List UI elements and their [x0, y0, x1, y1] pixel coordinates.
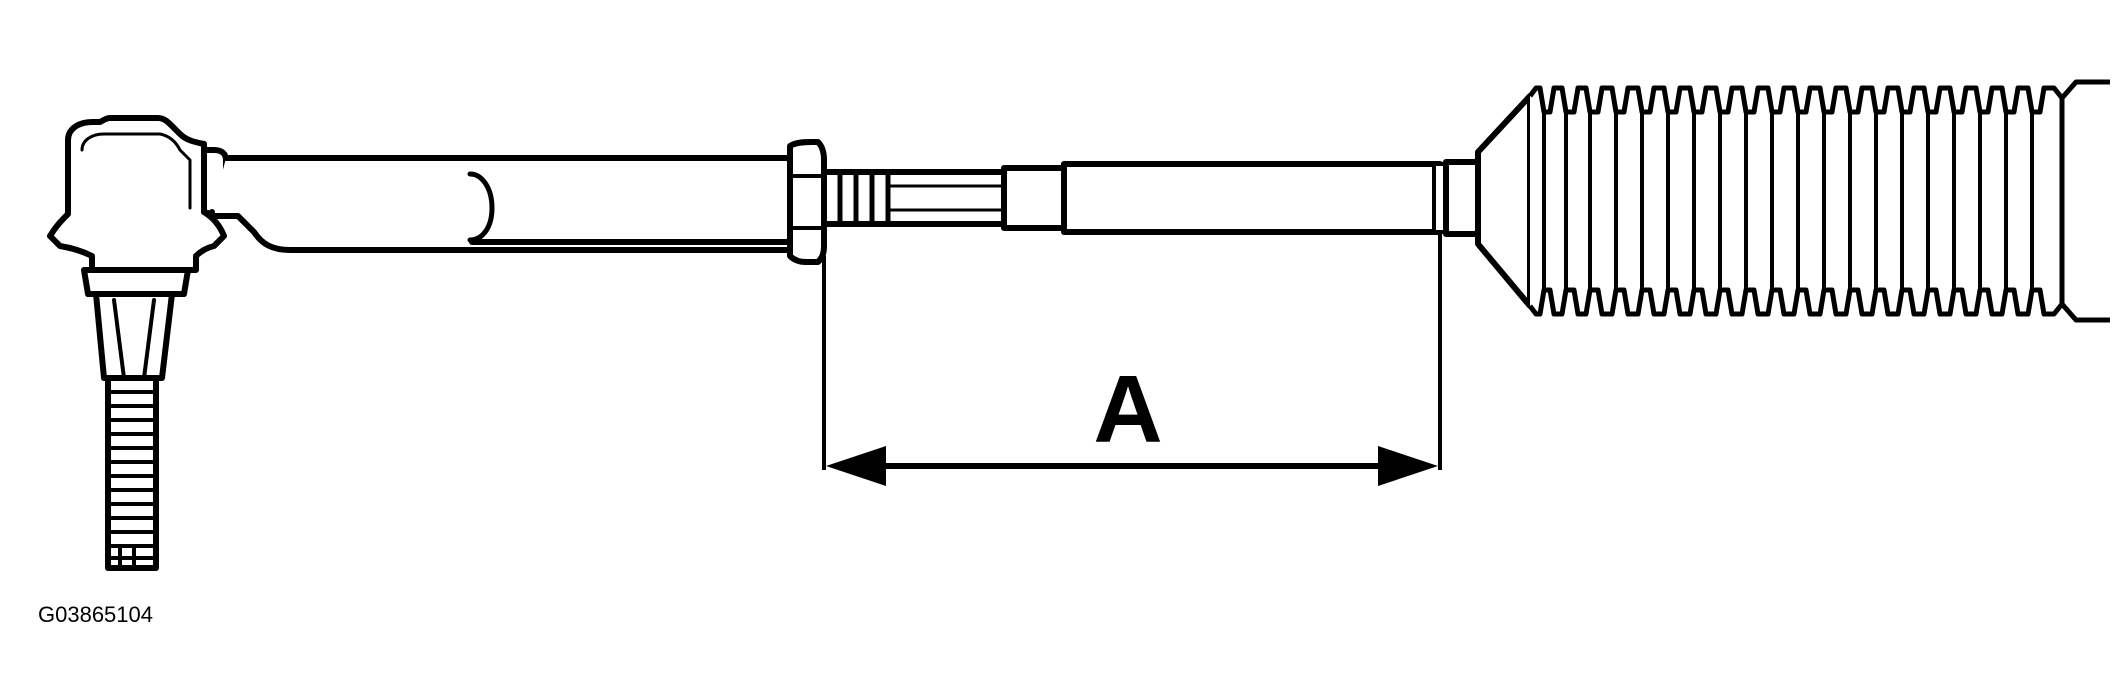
inner-rod-collar	[1001, 165, 1067, 231]
arrow-right	[1378, 446, 1438, 486]
housing-inner-line	[80, 132, 192, 210]
dimension-label: A	[1093, 356, 1162, 463]
figure-id: G03865104	[38, 602, 153, 627]
arrow-left	[826, 446, 886, 486]
stud-collar	[81, 267, 191, 297]
inner-rod-shaft	[1061, 161, 1443, 235]
steering-boot	[1475, 93, 2060, 309]
stud-cone	[93, 291, 175, 381]
boot-cone	[1475, 93, 1533, 309]
jam-nut	[787, 139, 827, 265]
boot-neck	[1443, 159, 1481, 237]
tie-rod-end	[47, 115, 793, 571]
boot-end	[2060, 79, 2110, 323]
inner-rod-thread-section	[821, 169, 1007, 227]
threaded-stud	[105, 375, 159, 571]
tube-oval	[467, 171, 495, 243]
boot-top-edge	[1528, 85, 2064, 115]
boot-bottom-edge	[1528, 287, 2064, 317]
boot-rib-lines	[1542, 112, 2034, 290]
dimension-a	[822, 232, 1442, 486]
stud-inner-cone	[112, 298, 156, 380]
inner-rod-threads	[837, 174, 891, 222]
inner-tie-rod	[821, 159, 1481, 237]
outer-tube	[209, 155, 793, 253]
stud-threads	[110, 390, 154, 568]
boot-convolutions	[1528, 79, 2110, 323]
boot-body	[1530, 96, 2060, 306]
ball-joint-housing	[47, 115, 227, 273]
